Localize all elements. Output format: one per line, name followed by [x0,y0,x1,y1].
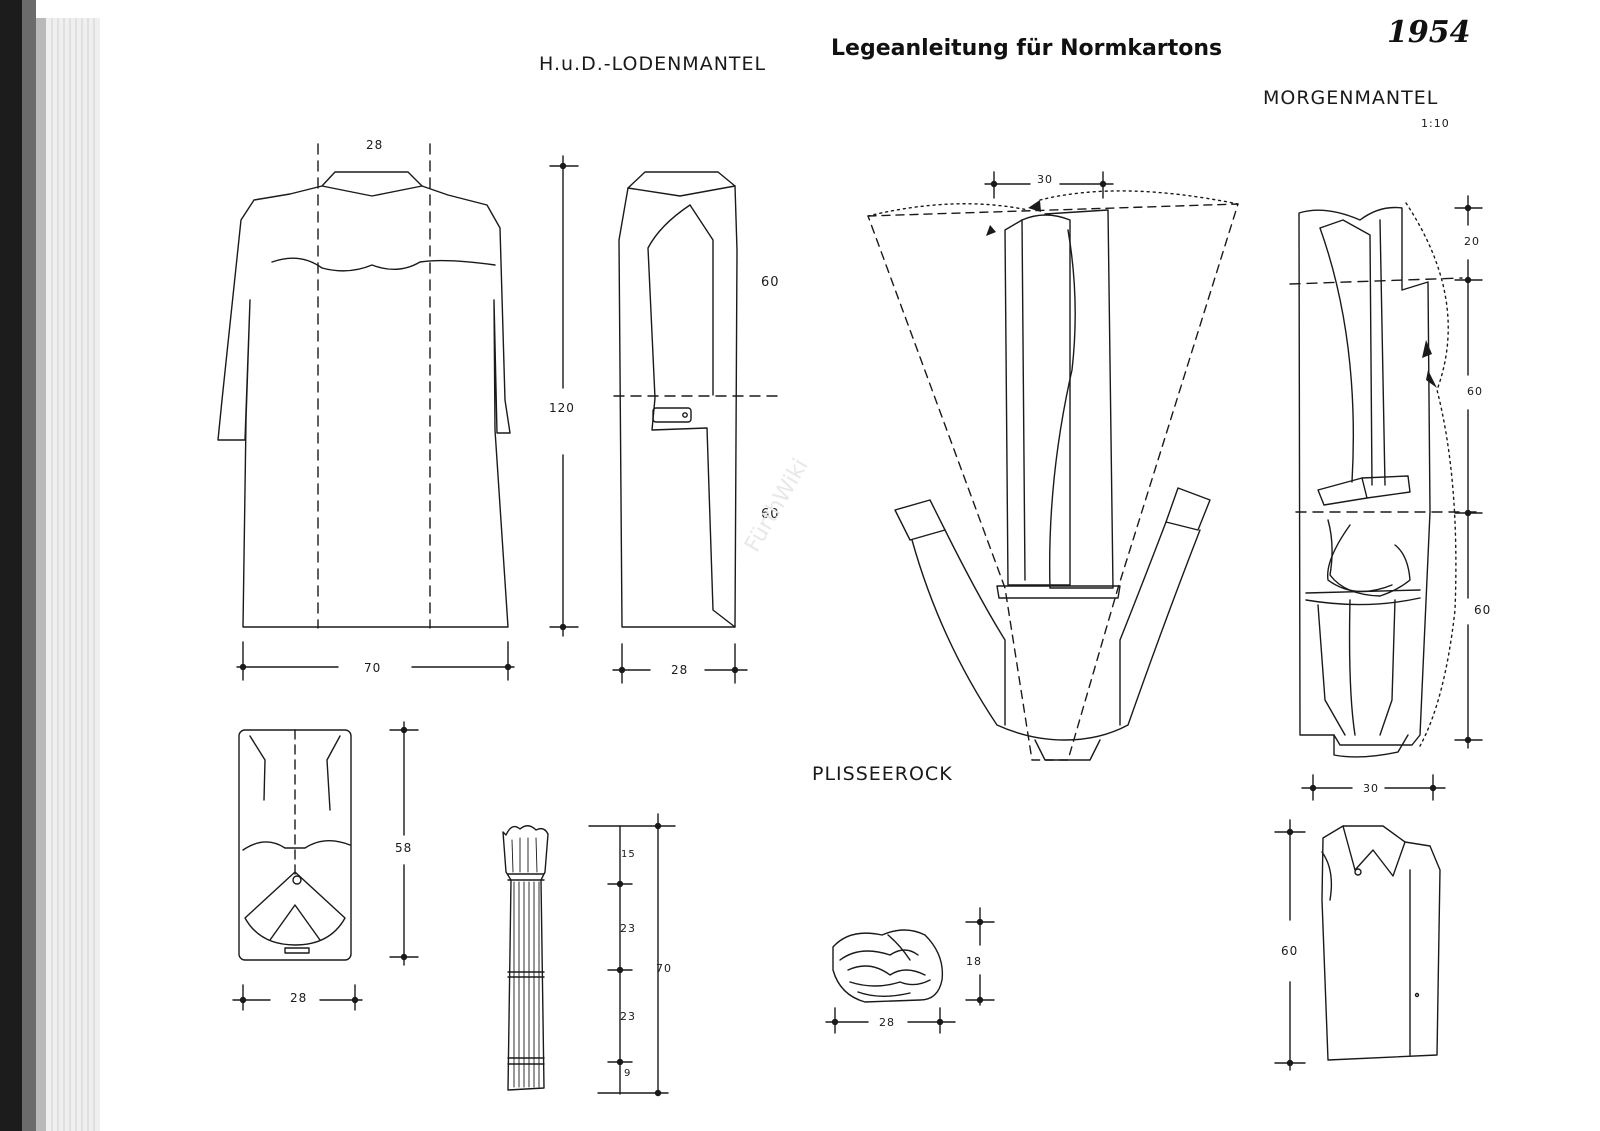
bundle-width-dimension: 28 [879,1016,895,1029]
morgenmantel-label: MORGENMANTEL [1263,87,1439,109]
coat-side-dimension-lines [612,643,748,684]
rock-70-dimension: 70 [656,962,672,975]
coat-back-drawing [217,143,511,629]
morgenmantel-open-dimension [984,171,1114,199]
lodenmantel-label: H.u.D.-LODENMANTEL [539,53,767,75]
morgen-folded-height-dimension: 60 [1281,944,1299,958]
coat-side-width-dimension: 28 [671,663,689,677]
coat-folded-width-dimension: 28 [290,991,308,1005]
morgen-60b-dimension: 60 [1474,603,1492,617]
coat-width-dimension: 70 [364,661,382,675]
plisseerock-label: PLISSEEROCK [812,763,953,785]
morgenmantel-box-drawing [1321,825,1441,1061]
scale-label: 1:10 [1421,117,1450,130]
book-binding-edge [0,0,100,1131]
rock-9-dimension: 9 [624,1068,632,1079]
year-label: 1954 [1387,15,1471,50]
coat-folded-drawing [238,729,352,961]
coat-side-lower-dimension: 60 [761,507,780,522]
rock-15-dimension: 15 [621,849,636,860]
morgen-width-dimension: 30 [1363,782,1379,795]
coat-side-drawing [613,171,783,628]
pleated-skirt-roll-drawing [502,825,549,1091]
coat-folded-height-dimension: 58 [395,841,413,855]
rock-23b-dimension: 23 [620,1010,636,1023]
bundle-height-dimension: 18 [966,955,982,968]
morgen-top-width-dimension: 30 [1037,173,1053,186]
coat-height-dimension: 120 [549,401,575,415]
morgen-60a-dimension: 60 [1467,385,1483,398]
plisseerock-bundle-drawing [832,929,944,1003]
plisseerock-dimension-lines [825,907,995,1034]
morgen-20-dimension: 20 [1464,235,1480,248]
coat-side-upper-dimension: 60 [761,275,780,290]
morgenmantel-box-dimension-lines [1274,819,1306,1071]
pleated-skirt-dimension-lines [588,813,676,1097]
page-title: Legeanleitung für Normkartons [831,36,1223,61]
coat-top-dimension: 28 [366,138,384,152]
morgenmantel-open-drawing [867,190,1239,761]
coat-folded-dimension-lines [232,721,419,1011]
coat-dimension-lines [236,155,579,681]
morgenmantel-folded-drawing [1289,202,1478,758]
morgenmantel-folded-dimension-lines [1301,195,1483,801]
rock-23a-dimension: 23 [620,922,636,935]
